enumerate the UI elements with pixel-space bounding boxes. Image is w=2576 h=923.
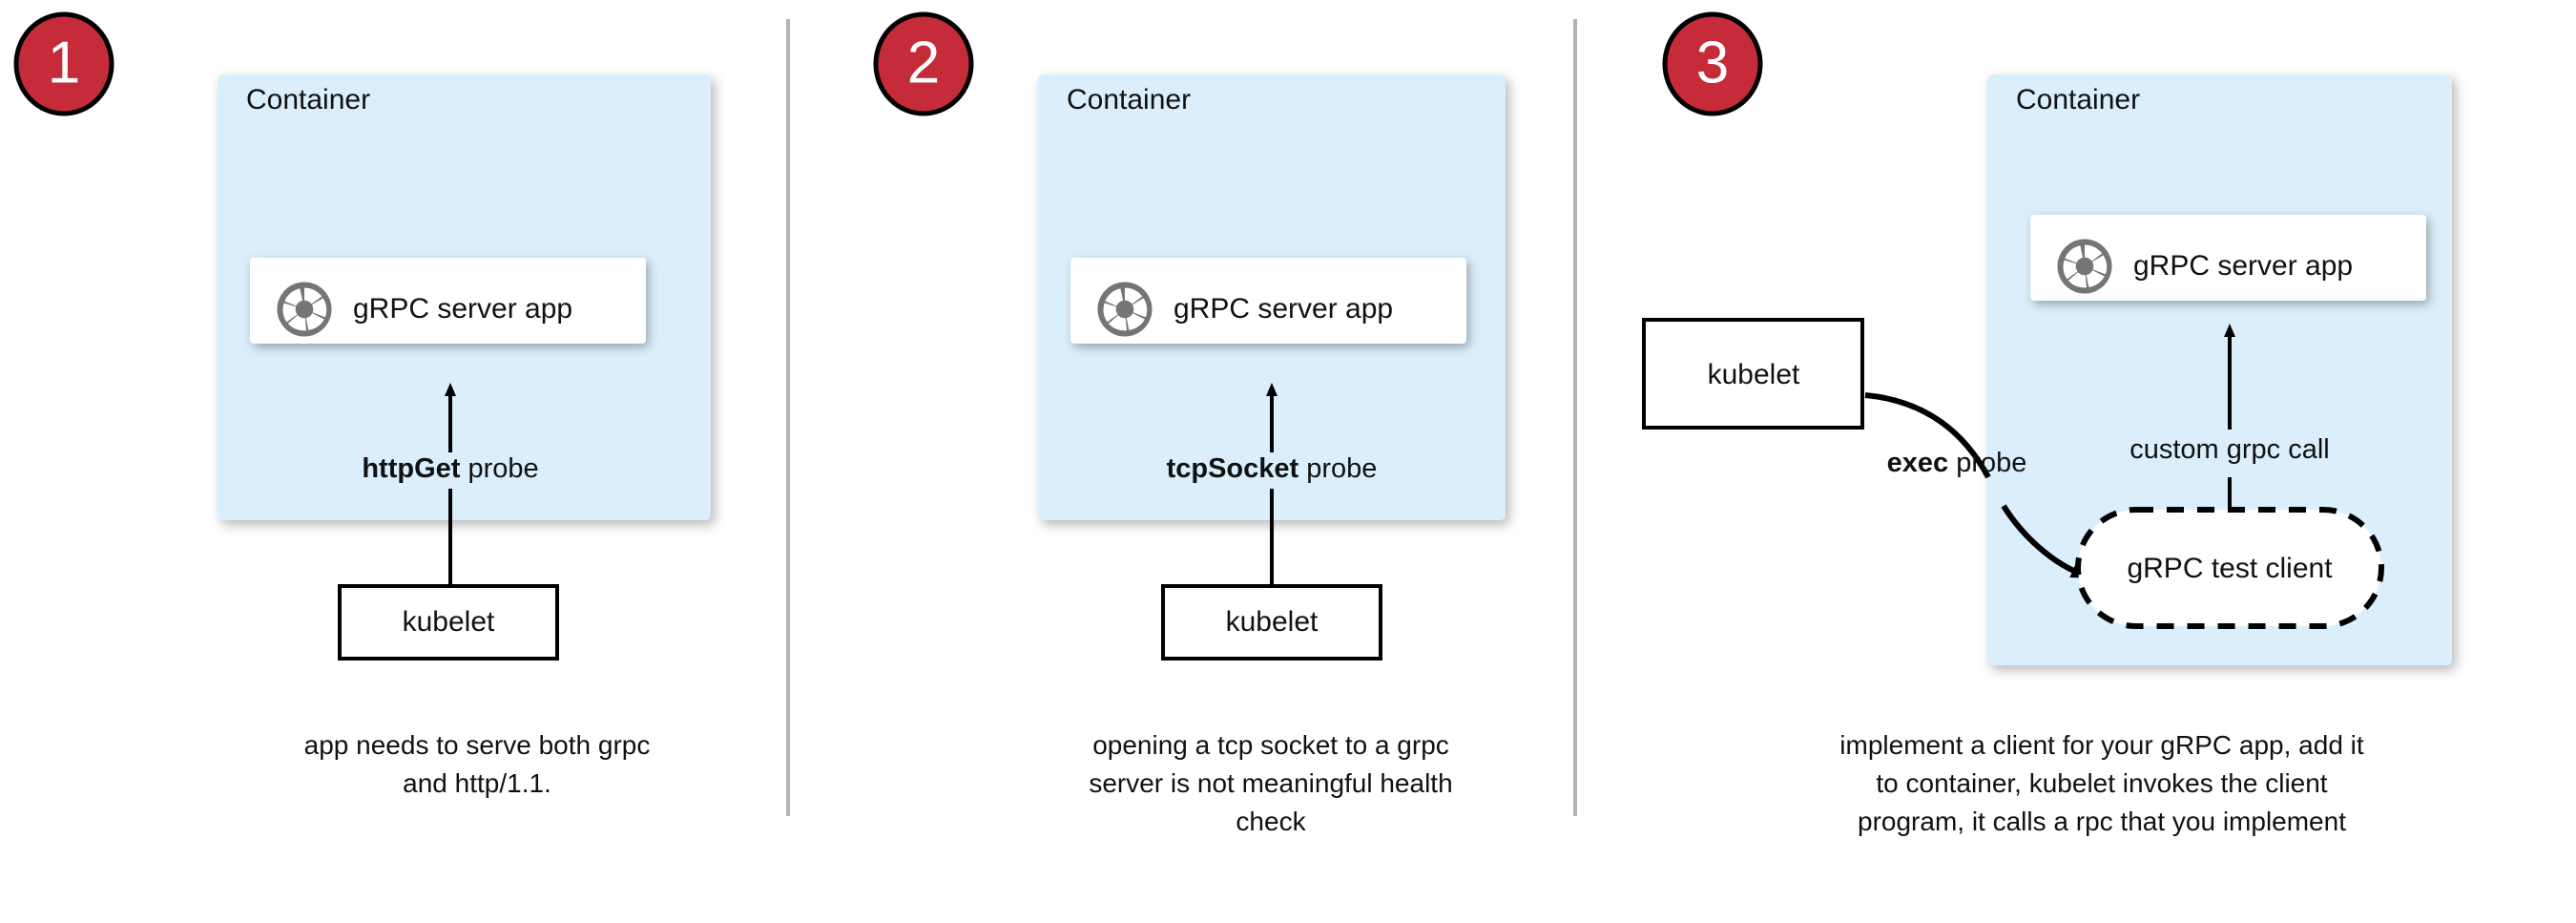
grpc-aperture-icon [1097,282,1153,337]
custom-grpc-call-label: custom grpc call [2129,434,2330,465]
kubelet-box-2: kubelet [1161,584,1382,661]
panel-3: 3 Container gRPC server app custom grpc … [1642,11,2452,836]
caption-1: app needs to serve both grpc and http/1.… [304,730,651,798]
caption-3: implement a client for your gRPC app, ad… [1839,730,2364,836]
grpc-server-app-card-3: gRPC server app [2030,215,2426,301]
step-badge-3: 3 [1662,11,1763,116]
step-badge-3-number: 3 [1696,30,1729,95]
panel-2: 2 Container gRPC server app tcpSocket pr… [873,11,1506,836]
exec-probe-label-rest: probe [1948,448,2026,478]
caption-3-line-3: program, it calls a rpc that you impleme… [1858,807,2346,836]
caption-2-line-2: server is not meaningful health [1089,768,1452,798]
exec-probe-curve-lower [2001,504,2090,578]
kubelet-label-2: kubelet [1226,606,1319,638]
panel-1: 1 Container gRPC server app httpGet prob… [13,11,711,798]
grpc-server-app-label-3: gRPC server app [2133,250,2353,282]
exec-probe-label-group: exec probe [1887,448,2027,478]
probe-label-1-rest: probe [460,453,538,484]
kubelet-box-1: kubelet [338,584,559,661]
caption-2-line-1: opening a tcp socket to a grpc [1092,730,1449,760]
grpc-aperture-icon [277,282,332,337]
container-label-3: Container [2016,84,2140,115]
exec-probe-label: exec probe [1887,448,2027,478]
grpc-aperture-icon [2057,239,2112,294]
caption-3-line-1: implement a client for your gRPC app, ad… [1839,730,2364,760]
kubelet-box-3: kubelet [1642,318,1864,430]
step-badge-2: 2 [873,11,974,116]
grpc-server-app-label-1: gRPC server app [353,293,572,325]
grpc-server-app-card-2: gRPC server app [1070,258,1466,344]
caption-2: opening a tcp socket to a grpc server is… [1089,730,1452,836]
probe-label-2-rest: probe [1298,453,1377,484]
grpc-test-client-label: gRPC test client [2127,553,2333,584]
step-badge-1: 1 [13,11,114,116]
exec-probe-label-bold: exec [1887,448,1949,478]
caption-1-line-2: and http/1.1. [403,768,551,798]
grpc-server-app-card-1: gRPC server app [250,258,646,344]
kubelet-label-1: kubelet [403,606,495,638]
grpc-server-app-label-2: gRPC server app [1174,293,1393,325]
grpc-test-client-node: gRPC test client [2075,507,2384,629]
exec-probe-curve-upper [1864,392,1991,479]
caption-3-line-2: to container, kubelet invokes the client [1876,768,2327,798]
step-badge-1-number: 1 [48,30,80,95]
container-label-2: Container [1067,84,1191,115]
probe-label-2: tcpSocket probe [1167,453,1378,484]
probe-label-1: httpGet probe [362,453,538,484]
kubelet-label-3: kubelet [1708,359,1800,390]
probe-label-2-bold: tcpSocket [1167,453,1299,484]
step-badge-2-number: 2 [907,30,940,95]
caption-2-line-3: check [1236,807,1306,836]
container-label-1: Container [246,84,370,115]
caption-1-line-1: app needs to serve both grpc [304,730,651,760]
probe-label-1-bold: httpGet [362,453,460,484]
